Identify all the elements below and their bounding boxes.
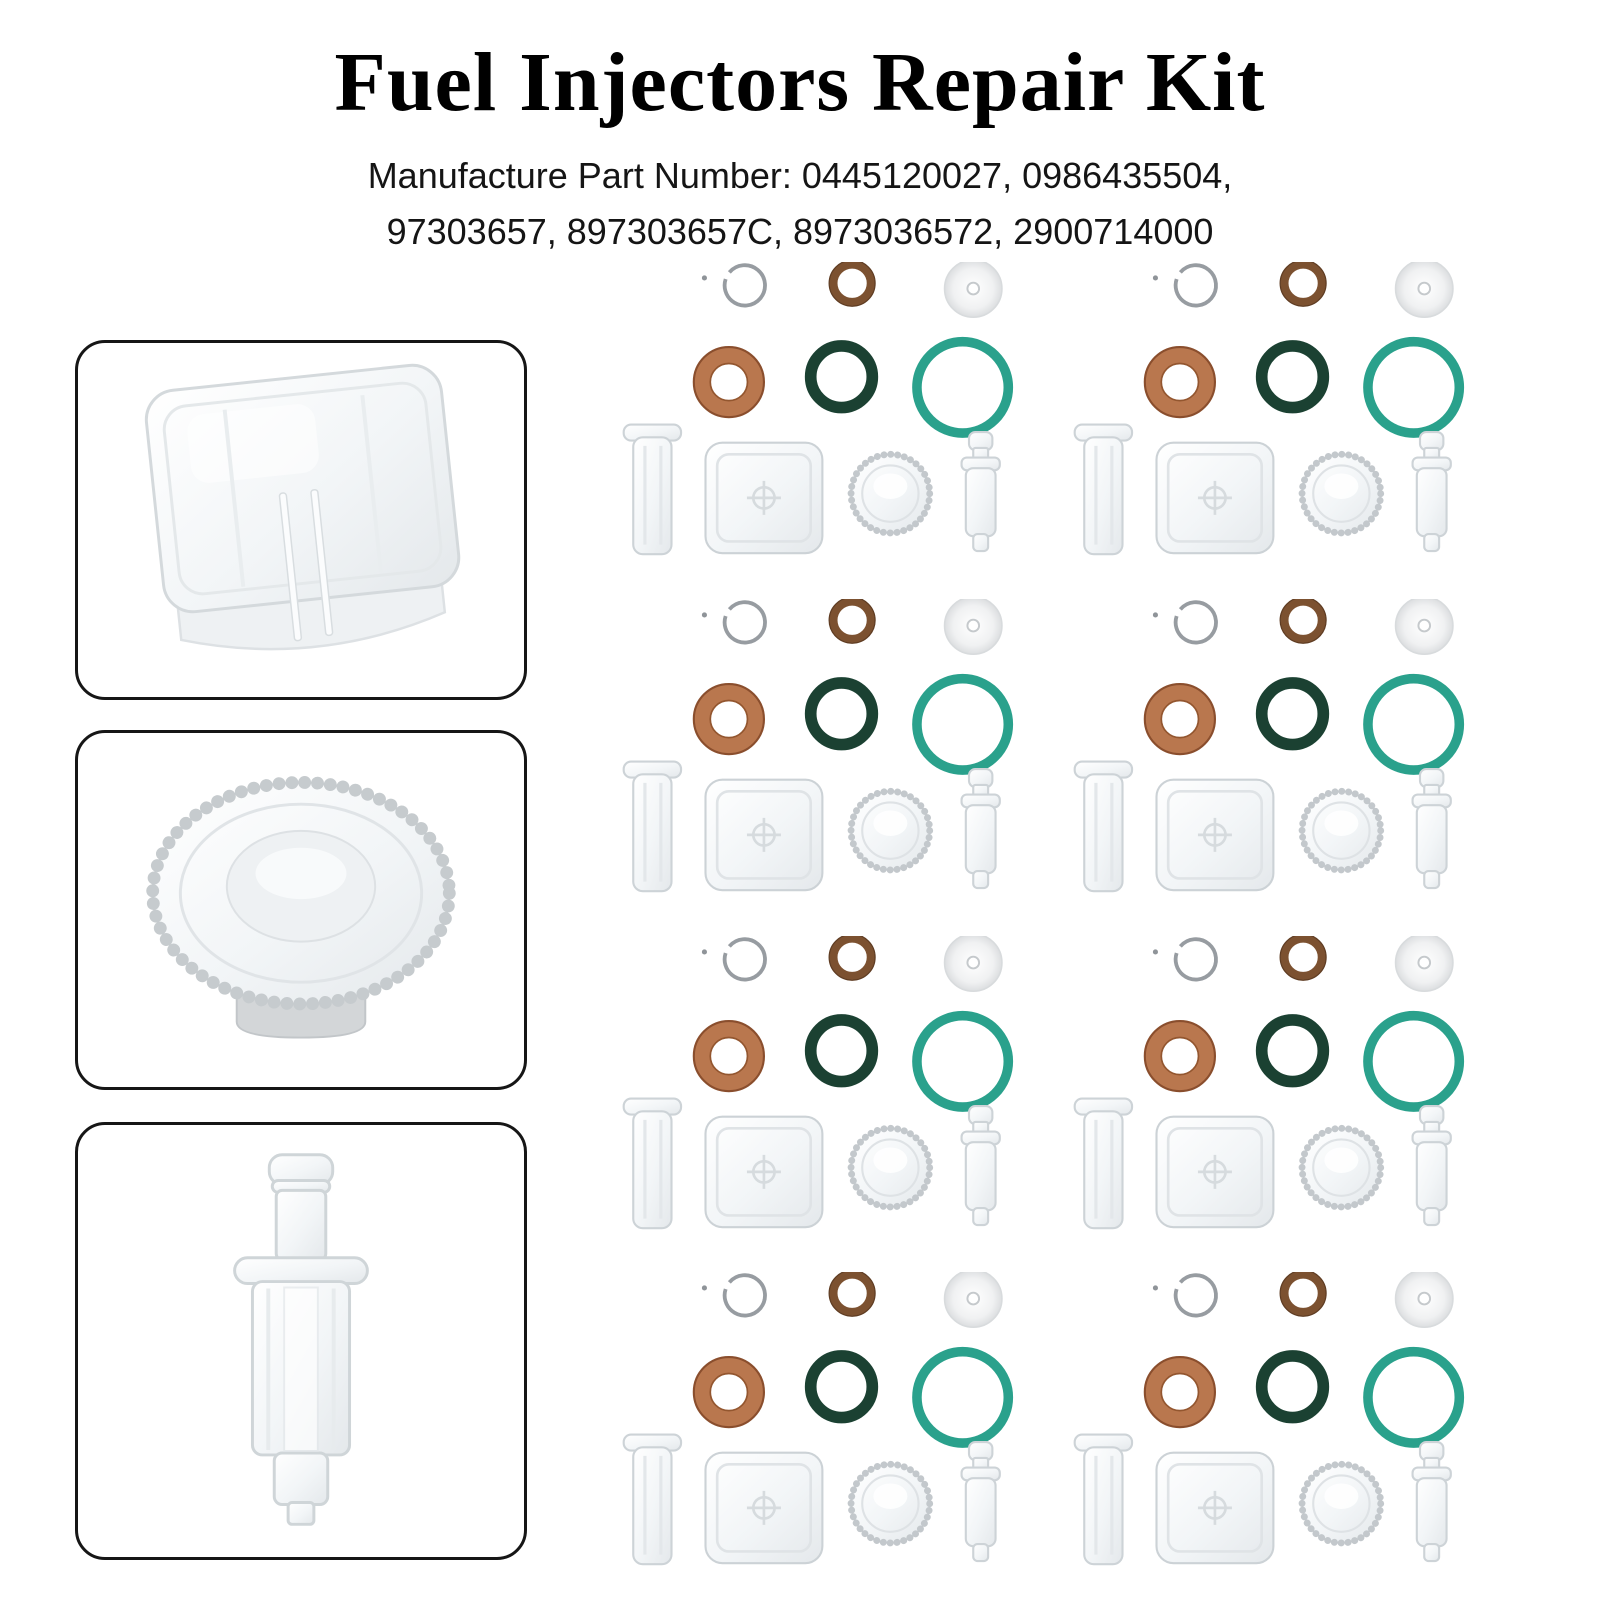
kit-group (1063, 262, 1488, 581)
knurled-cap-photo (146, 776, 456, 1039)
nozzle-photo (233, 1153, 369, 1526)
detail-inset-square-cap (75, 340, 527, 700)
detail-inset-knurled-cap (75, 730, 527, 1090)
product-title: Fuel Injectors Repair Kit (334, 36, 1266, 129)
kit-group (612, 262, 1037, 581)
kit-group (612, 599, 1037, 918)
kit-group (612, 1272, 1037, 1591)
detail-inset-nozzle (75, 1122, 527, 1560)
part-numbers-line-1: Manufacture Part Number: 0445120027, 098… (367, 155, 1233, 196)
kit-group (612, 936, 1037, 1255)
square-cap-photo (144, 363, 461, 651)
kit-group (1063, 1272, 1488, 1591)
kit-grid (612, 262, 1488, 1560)
kit-group (1063, 936, 1488, 1255)
kit-group (1063, 599, 1488, 918)
part-numbers: Manufacture Part Number: 0445120027, 098… (0, 148, 1600, 260)
part-numbers-line-2: 97303657, 897303657C, 8973036572, 290071… (386, 210, 1214, 252)
